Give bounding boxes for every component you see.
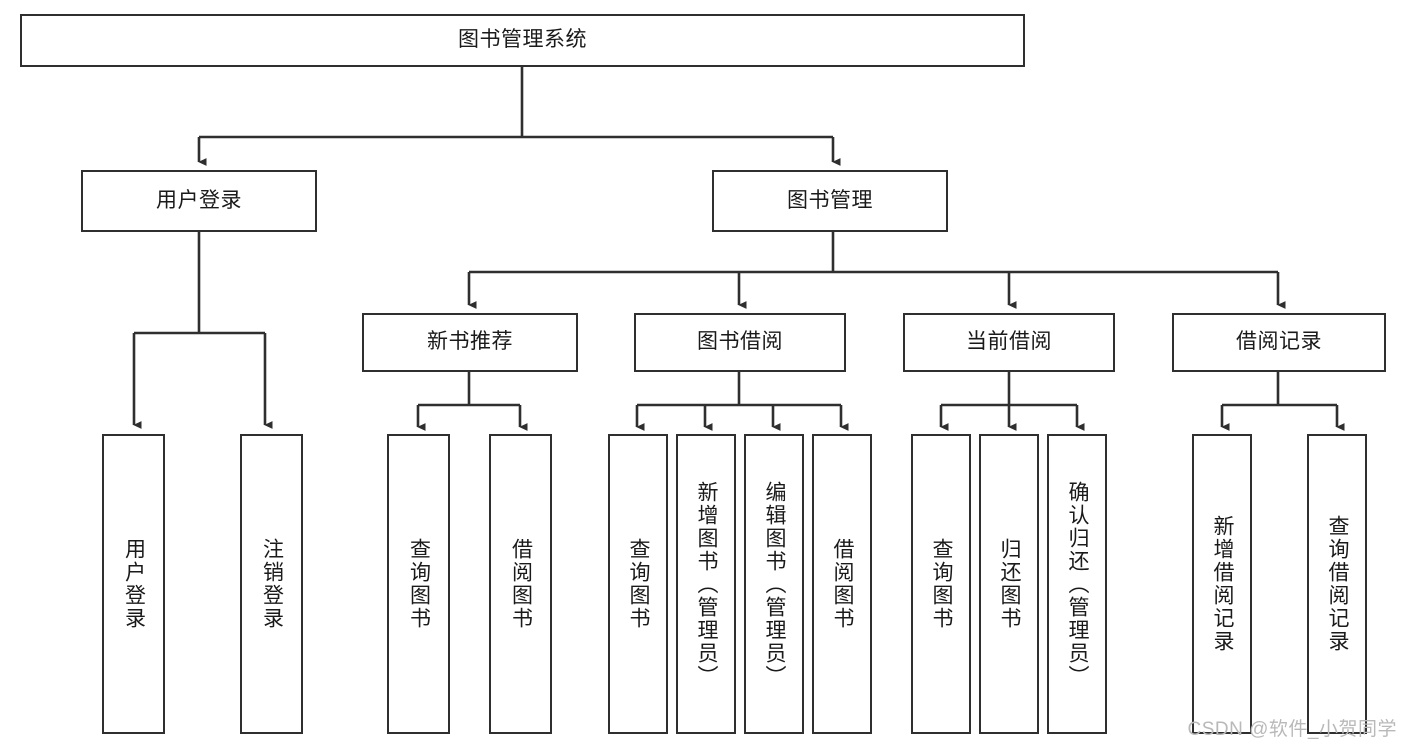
node-book-borrow-label: 图书借阅	[697, 330, 783, 354]
leaf-borrow-query-book[interactable]: 查询图书	[608, 434, 668, 734]
node-book-borrow[interactable]: 图书借阅	[634, 313, 846, 372]
node-root-label: 图书管理系统	[458, 28, 587, 52]
leaf-borrow-add-book[interactable]: 新增图书（管理员）	[676, 434, 736, 734]
leaf-user-login-logout[interactable]: 注销登录	[240, 434, 303, 734]
leaf-borrow-query-book-label: 查询图书	[627, 538, 651, 630]
node-root[interactable]: 图书管理系统	[20, 14, 1025, 67]
node-borrow-records-label: 借阅记录	[1236, 330, 1322, 354]
node-user-login-label: 用户登录	[156, 188, 242, 212]
node-book-management[interactable]: 图书管理	[712, 170, 948, 232]
leaf-new-book-query[interactable]: 查询图书	[387, 434, 450, 734]
leaf-records-add-record[interactable]: 新增借阅记录	[1192, 434, 1252, 734]
leaf-current-query-book-label: 查询图书	[930, 538, 954, 630]
leaf-borrow-borrow-book-label: 借阅图书	[831, 538, 855, 630]
leaf-current-confirm-return[interactable]: 确认归还（管理员）	[1047, 434, 1107, 734]
leaf-current-return-book-label: 归还图书	[998, 538, 1022, 630]
node-current-borrow[interactable]: 当前借阅	[903, 313, 1115, 372]
leaf-current-return-book[interactable]: 归还图书	[979, 434, 1039, 734]
leaf-new-book-borrow-label: 借阅图书	[509, 538, 533, 630]
leaf-records-add-record-label: 新增借阅记录	[1211, 515, 1235, 653]
leaf-user-login-login[interactable]: 用户登录	[102, 434, 165, 734]
leaf-records-query-record-label: 查询借阅记录	[1326, 515, 1350, 653]
leaf-new-book-borrow[interactable]: 借阅图书	[489, 434, 552, 734]
node-new-book-recommend-label: 新书推荐	[427, 330, 513, 354]
leaf-records-query-record[interactable]: 查询借阅记录	[1307, 434, 1367, 734]
leaf-borrow-edit-book-label: 编辑图书（管理员）	[763, 480, 787, 688]
node-current-borrow-label: 当前借阅	[966, 330, 1052, 354]
leaf-user-login-logout-label: 注销登录	[260, 538, 284, 630]
leaf-new-book-query-label: 查询图书	[407, 538, 431, 630]
leaf-current-confirm-return-label: 确认归还（管理员）	[1066, 480, 1090, 688]
leaf-user-login-login-label: 用户登录	[122, 538, 146, 630]
leaf-borrow-borrow-book[interactable]: 借阅图书	[812, 434, 872, 734]
node-new-book-recommend[interactable]: 新书推荐	[362, 313, 578, 372]
node-user-login[interactable]: 用户登录	[81, 170, 317, 232]
leaf-borrow-add-book-label: 新增图书（管理员）	[695, 480, 719, 688]
node-borrow-records[interactable]: 借阅记录	[1172, 313, 1386, 372]
leaf-borrow-edit-book[interactable]: 编辑图书（管理员）	[744, 434, 804, 734]
node-book-management-label: 图书管理	[787, 188, 873, 212]
leaf-current-query-book[interactable]: 查询图书	[911, 434, 971, 734]
